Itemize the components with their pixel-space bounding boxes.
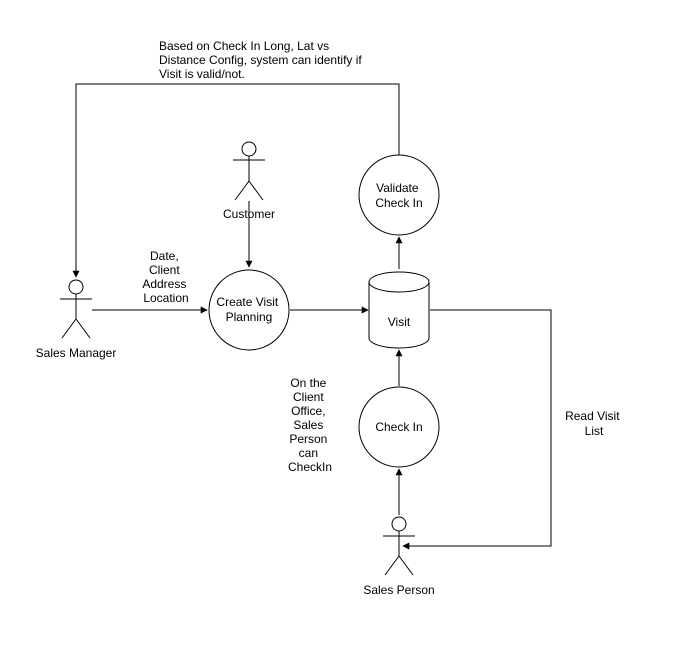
sales-manager-label: Sales Manager [36,346,117,360]
validation-note-line-2: Distance Config, system can identify if [159,53,362,67]
connectors [72,83,552,550]
create-visit-planning-line-2: Planning [226,310,273,324]
checkin-note-line-4: Sales [293,418,323,432]
checkin-note: On the Client Office, Sales Person can C… [288,376,332,474]
checkin-note-line-5: Person [289,432,327,446]
read-visit-list-note: Read Visit List [565,409,623,438]
validate-check-in-line-1: Validate [376,181,419,195]
validation-note-line-1: Based on Check In Long, Lat vs [159,39,329,53]
actor-sales-manager[interactable]: Sales Manager [36,279,117,360]
validation-note: Based on Check In Long, Lat vs Distance … [159,39,365,81]
planning-input-line-3: Address [142,277,186,291]
create-visit-planning-line-1: Create Visit [216,295,278,309]
planning-input-line-4: Location [143,291,188,305]
process-create-visit-planning[interactable]: Create Visit Planning [208,269,290,351]
planning-input-line-1: Date, [150,249,179,263]
checkin-note-line-7: CheckIn [288,460,332,474]
planning-input-line-2: Client [149,263,180,277]
visit-label: Visit [388,315,411,329]
datastore-visit[interactable]: Visit [368,271,430,349]
read-visit-list-line-2: List [585,424,604,438]
validate-check-in-line-2: Check In [375,196,422,210]
check-in-label: Check In [375,420,422,434]
sales-person-label: Sales Person [363,583,434,597]
checkin-note-line-3: Office, [291,404,325,418]
validation-feedback-line [72,83,400,278]
process-check-in[interactable]: Check In [358,386,440,468]
validation-note-line-3: Visit is valid/not. [159,67,245,81]
check-in-line-1: Check In [375,420,422,434]
process-validate-check-in[interactable]: Validate Check In [358,154,440,236]
actor-customer[interactable]: Customer [223,141,275,221]
checkin-note-line-1: On the [290,376,326,390]
checkin-note-line-2: Client [293,390,324,404]
validate-check-in-label: Validate Check In [375,181,422,210]
person-icon [233,141,265,201]
person-icon [383,516,415,576]
create-visit-planning-label: Create Visit Planning [216,295,281,324]
planning-input-note: Date, Client Address Location [142,249,189,305]
customer-label: Customer [223,207,275,221]
actor-sales-person[interactable]: Sales Person [363,516,435,597]
checkin-note-line-6: can [299,446,318,460]
visit-list-return-line [402,309,552,550]
read-visit-list-line-1: Read Visit [565,409,620,423]
person-icon [60,279,92,339]
